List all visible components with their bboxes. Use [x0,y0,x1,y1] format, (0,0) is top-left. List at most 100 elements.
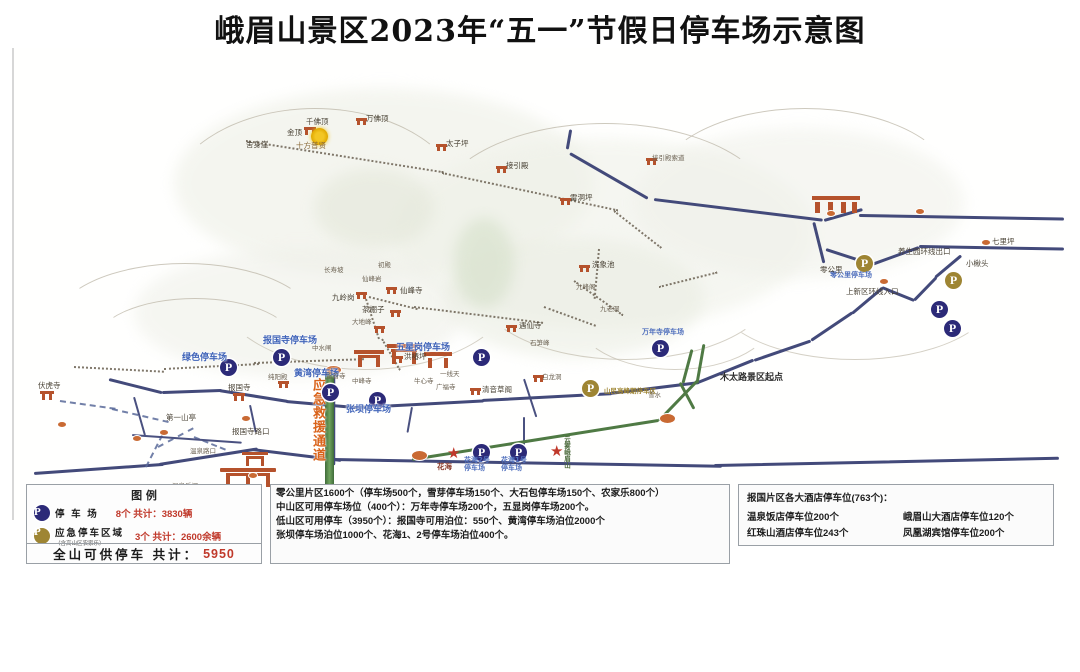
detail-line: 零公里片区1600个（停车场500个，雪芽停车场150个、大石包停车场150个、… [276,488,665,499]
contour-line [714,228,996,360]
parking-pin-ring-a[interactable]: P [931,301,948,318]
scenic-star-icon: ★ [550,443,564,460]
contour-line [54,263,316,385]
place-label: 舍身崖 [246,140,269,149]
temple-icon [233,393,245,401]
parking-pin-shanmin[interactable]: P [582,380,599,397]
place-label: 报国寺 [228,383,251,392]
parking-pin-huangwan[interactable]: P [322,384,339,401]
temple-icon [356,118,367,125]
place-label: 遇仙寺 [519,321,542,330]
hotel-item: 凤凰湖宾馆停车位200个 [903,528,1005,539]
legend-panel: 图 例 停 车 场 8个 共计：3830辆 应急停车区域 （含高山区农家乐） 3… [26,484,262,564]
place-label: 洗象池 [592,260,615,269]
contour-line [214,198,516,370]
pavilion-icon [354,350,384,368]
main-road [713,456,1059,467]
legend-row-parking: 停 车 场 8个 共计：3830辆 [34,505,192,521]
parking-pin-lvse[interactable]: P [220,359,237,376]
parking-pin-lingongli[interactable]: P [945,272,962,289]
hotel-parking-panel: 报国片区各大酒店停车位(763个)： 温泉饭店停车位200个 峨眉山大酒店停车位… [738,484,1054,546]
temple-icon [496,166,507,173]
place-label: 养生园环线出口 [898,247,951,256]
temple-icon [386,287,397,294]
temple-icon [392,356,403,363]
place-label: 茶棚子 [362,305,385,314]
place-label: 伏虎寺 [38,381,61,390]
place-label: 万佛顶 [366,114,389,123]
map-canvas[interactable]: 应急救援通道 [12,48,1070,520]
parking-label: 零公里停车场 [830,271,872,279]
place-label: 小楸头 [966,259,989,268]
place-label: 温泉路口 [190,447,216,455]
legend-total: 全山可供停车 共计： 5950 [27,543,261,563]
place-label: 七里坪 [992,237,1015,246]
place-label: 长寿坡 [324,266,344,274]
junction-node [880,279,888,284]
contour-line [94,298,296,390]
parking-label: 万年寺停车场 [642,328,684,336]
archway-icon [812,196,860,214]
contour-line [164,108,466,310]
parking-pin-blue-icon [34,505,50,521]
parking-label: 绿色停车场 [182,353,228,363]
parking-pin-gold-icon [34,528,50,544]
place-label: 千佛顶 [306,117,329,126]
legend-count: 8个 共计：3830辆 [115,509,193,520]
parking-pin-zhangba[interactable]: P [369,392,386,409]
parking-pin-wuxiangang[interactable]: P [473,349,490,366]
legend-row-emergency: 应急停车区域 （含高山区农家乐） 3个 共计：2600余辆 [34,525,221,547]
place-label: 第一山亭 [166,413,196,422]
emergency-corridor [325,370,334,498]
temple-icon [374,326,385,333]
place-label: 仙峰寺 [400,286,423,295]
hotel-row: 温泉饭店停车位200个 峨眉山大酒店停车位120个 [747,509,1045,528]
place-label: 石笋峰 [530,339,550,347]
place-label: 仙峰岩 [362,275,382,283]
parking-pin-wannian[interactable]: P [652,340,669,357]
parking-pin-huahai2[interactable]: P [473,444,490,461]
junction-node [660,414,675,423]
parking-label: 报国寺停车场 [263,336,318,346]
temple-icon [390,310,401,317]
place-label: 太子坪 [446,139,469,148]
detail-line: 张坝停车场泊位1000个、花海1、2号停车场泊位400个。 [276,530,514,542]
contour-line [574,258,776,370]
place-label: 木太路景区起点 [720,373,784,383]
place-label: 九峰阁 [576,283,596,291]
archway-icon [220,468,276,488]
temple-icon [646,158,657,165]
parking-pin-huahai1[interactable]: P [510,444,527,461]
pavilion-icon [242,452,268,466]
temple-icon [470,388,481,395]
place-label: 广福寺 [436,383,456,391]
golden-summit-icon [311,128,328,145]
loop-road [131,434,242,444]
place-label: 清音草阁 [482,385,512,394]
junction-node [133,436,141,441]
place-label: 洪椿坪 [404,352,427,361]
place-label: 一线天 [440,370,460,378]
parking-pin-baoguosi[interactable]: P [273,349,290,366]
legend-title: 图 例 [131,489,157,502]
legend-count: 3个 共计：2600余辆 [135,532,222,543]
temple-icon [579,265,590,272]
junction-node [160,430,168,435]
place-label: 九岭岗 [332,293,355,302]
place-label: 雷洞坪 [570,193,593,202]
legend-total-value: 5950 [203,546,235,561]
junction-node [326,366,341,374]
legend-label: 应急停车区域 （含高山区农家乐） [55,525,124,547]
parking-label: 张坝停车场 [346,405,392,415]
pavilion-icon [424,352,452,369]
place-label: 十方普贤 [296,141,326,150]
junction-node [827,211,835,216]
temple-icon [560,198,571,205]
place-label: 中水闸 [312,344,332,352]
parking-pin-ring-b[interactable]: P [944,320,961,337]
temple-icon [436,144,447,151]
parking-pin-upper-ring[interactable]: P [856,255,873,272]
place-label: 牛心寺 [414,377,434,385]
junction-node [412,451,427,460]
